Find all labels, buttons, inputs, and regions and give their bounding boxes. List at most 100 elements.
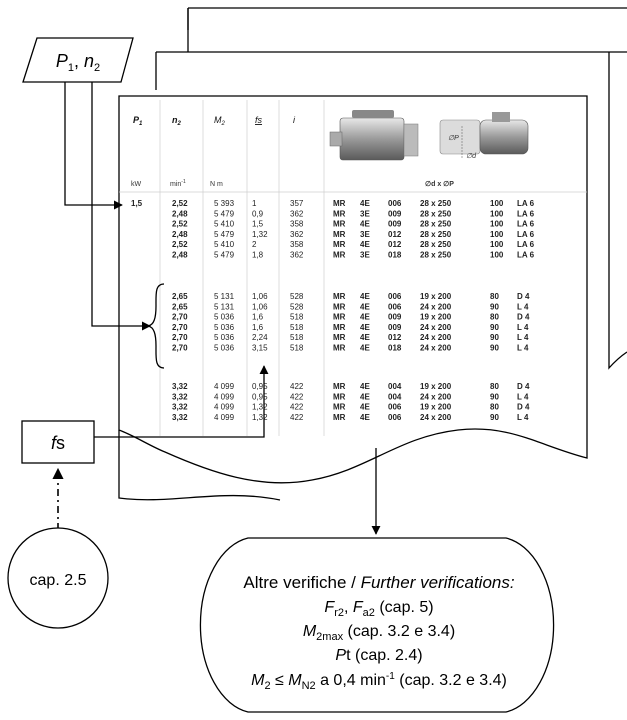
header-cell: fs (255, 115, 263, 125)
table-cell: 5 393 (214, 199, 235, 208)
table-cell: MR (333, 220, 346, 229)
table-cell: 1,32 (252, 403, 268, 412)
table-cell: MR (333, 333, 346, 342)
table-cell: 90 (490, 302, 499, 311)
table-cell: 1 (252, 199, 257, 208)
table-cell: D 4 (517, 313, 530, 322)
table-cell: 518 (290, 313, 304, 322)
table-cell: 0,95 (252, 382, 268, 391)
table-cell: 100 (490, 209, 504, 218)
table-cell: 006 (388, 302, 402, 311)
table-cell: 5 036 (214, 333, 235, 342)
table-cell: 006 (388, 199, 402, 208)
table-cell: 4E (360, 323, 370, 332)
cap-label: cap. 2.5 (30, 572, 87, 589)
table-cell: MR (333, 392, 346, 401)
arrow-p1 (65, 82, 122, 205)
table-cell: 018 (388, 251, 402, 260)
table-cell: 5 036 (214, 313, 235, 322)
table-cell: 90 (490, 333, 499, 342)
table-cell: 19 x 200 (420, 313, 452, 322)
verification-line: M2 ≤ MN2 a 0,4 min-1 (cap. 3.2 e 3.4) (251, 671, 507, 692)
table-cell: 90 (490, 413, 499, 422)
table-cell: 1,6 (252, 313, 264, 322)
table-cell: 528 (290, 292, 304, 301)
table-cell: 006 (388, 292, 402, 301)
table-cell: 012 (388, 230, 402, 239)
table-cell: 2,70 (172, 333, 188, 342)
table-cell: 3,32 (172, 403, 188, 412)
table-cell: MR (333, 240, 346, 249)
table-cell: 19 x 200 (420, 382, 452, 391)
table-cell: LA 6 (517, 240, 535, 249)
table-cell: 422 (290, 392, 304, 401)
table-cell: 5 036 (214, 344, 235, 353)
table-cell: 5 479 (214, 209, 235, 218)
table-cell: MR (333, 323, 346, 332)
table-cell: 0,95 (252, 392, 268, 401)
table-cell: 4E (360, 292, 370, 301)
table-cell: MR (333, 292, 346, 301)
table-cell: 2,65 (172, 292, 188, 301)
table-cell: 518 (290, 344, 304, 353)
table-cell: 5 410 (214, 220, 235, 229)
table-cell: LA 6 (517, 209, 535, 218)
table-cell: MR (333, 344, 346, 353)
table-cell: 528 (290, 302, 304, 311)
table-cell: 4E (360, 199, 370, 208)
table-cell: 1,32 (252, 413, 268, 422)
table-cell: D 4 (517, 382, 530, 391)
table-cell: 100 (490, 220, 504, 229)
table-cell: 80 (490, 382, 499, 391)
table-cell: 3E (360, 251, 370, 260)
table-cell: 3,32 (172, 413, 188, 422)
table-cell: MR (333, 199, 346, 208)
table-cell: 28 x 250 (420, 240, 452, 249)
table-cell: 80 (490, 313, 499, 322)
table-cell: 358 (290, 220, 304, 229)
table-cell: 4E (360, 333, 370, 342)
table-cell: L 4 (517, 333, 529, 342)
verification-line: Pt (cap. 2.4) (335, 647, 422, 664)
table-cell: 4E (360, 413, 370, 422)
table-cell: MR (333, 403, 346, 412)
table-cell: 4 099 (214, 392, 235, 401)
table-cell: 362 (290, 209, 304, 218)
table-cell: 4 099 (214, 403, 235, 412)
table-cell: 004 (388, 382, 402, 391)
table-cell: 4E (360, 302, 370, 311)
table-cell: 009 (388, 313, 402, 322)
unit-p: kW (131, 181, 142, 188)
table-cell: 1,8 (252, 251, 264, 260)
table-cell: 009 (388, 209, 402, 218)
table-cell: L 4 (517, 344, 529, 353)
table-cell: 28 x 250 (420, 220, 452, 229)
table-cell: 24 x 200 (420, 302, 452, 311)
back-page-3 (188, 8, 627, 30)
table-cell: 0,9 (252, 209, 264, 218)
table-cell: 28 x 250 (420, 209, 452, 218)
table-cell: 2,52 (172, 199, 188, 208)
table-cell: 24 x 200 (420, 392, 452, 401)
table-cell: 3E (360, 209, 370, 218)
table-cell: 100 (490, 199, 504, 208)
table-cell: 24 x 200 (420, 333, 452, 342)
table-cell: MR (333, 209, 346, 218)
image-label-d: ∅d (466, 153, 477, 160)
table-cell: 24 x 200 (420, 344, 452, 353)
table-cell: 2,48 (172, 251, 188, 260)
table-cell: 4E (360, 313, 370, 322)
table-cell: 2,48 (172, 230, 188, 239)
unit-dim: ∅d x ∅P (425, 180, 454, 188)
table-cell: 28 x 250 (420, 251, 452, 260)
table-cell: LA 6 (517, 199, 535, 208)
table-cell: 422 (290, 403, 304, 412)
table-cell: 1,5 (252, 220, 264, 229)
table-cell: 90 (490, 392, 499, 401)
table-cell: 2,52 (172, 240, 188, 249)
fs-label: fs (51, 433, 65, 453)
table-cell: 2,70 (172, 323, 188, 332)
table-cell: 422 (290, 413, 304, 422)
table-cell: D 4 (517, 403, 530, 412)
input-label: P1, n2 (56, 51, 100, 74)
